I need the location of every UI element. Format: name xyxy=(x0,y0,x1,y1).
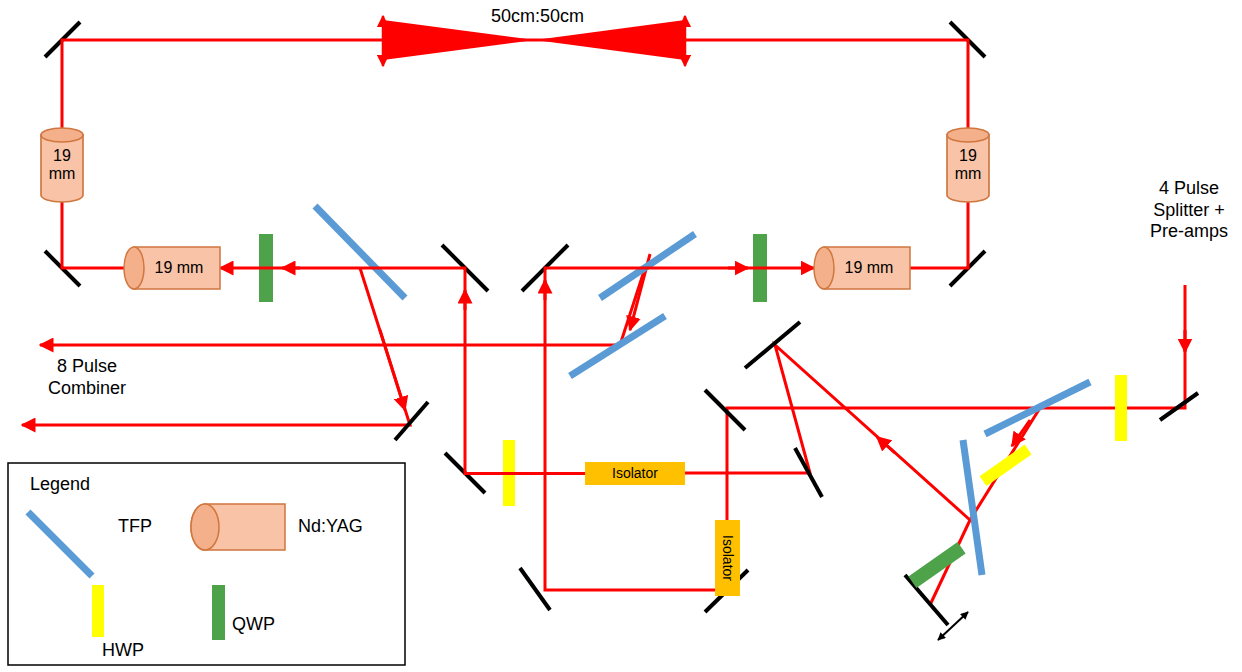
isolator: Isolator xyxy=(715,520,740,596)
isolator: Isolator xyxy=(585,462,685,485)
ndyag-rod: 19 mm xyxy=(947,128,989,202)
isolator-label: Isolator xyxy=(719,535,735,581)
quarter-wave-plate xyxy=(259,234,966,588)
ndyag-sample xyxy=(191,504,285,550)
laser-beam xyxy=(62,202,124,268)
legend-text: QWP xyxy=(232,614,275,636)
output-label: 8 Pulse Combiner xyxy=(27,356,147,399)
laser-beam xyxy=(220,268,585,474)
laser-beam xyxy=(22,254,1185,605)
half-wave-plate xyxy=(503,375,1127,506)
legend-text: TFP xyxy=(118,516,152,538)
laser-beam xyxy=(910,202,968,268)
rod-size: 19 mm xyxy=(947,147,989,184)
isolator-label: Isolator xyxy=(612,465,658,481)
translation-stage xyxy=(938,612,968,640)
ndyag-rod: 19 mm xyxy=(814,247,910,289)
rod-size: 19 mm xyxy=(155,259,204,277)
legend-swatch xyxy=(212,585,225,640)
laser-beam xyxy=(545,268,814,596)
lens-spacing: 50cm:50cm xyxy=(488,6,587,28)
legend-swatch xyxy=(92,585,104,637)
ndyag-rod: 19 mm xyxy=(124,247,220,289)
legend-swatch xyxy=(28,512,92,576)
legend-text: HWP xyxy=(102,640,144,662)
rod-size: 19 mm xyxy=(845,259,894,277)
thin-film-polarizer xyxy=(315,206,1090,575)
legend-box xyxy=(8,463,405,665)
laser-beam xyxy=(62,40,968,128)
input-label: 4 Pulse Splitter + Pre-amps xyxy=(1146,178,1232,243)
legend-title: Legend xyxy=(30,474,120,496)
rod-size: 19 mm xyxy=(41,147,83,184)
legend-text: Nd:YAG xyxy=(298,516,363,538)
ndyag-rod: 19 mm xyxy=(41,128,83,202)
mirror xyxy=(45,22,1198,625)
